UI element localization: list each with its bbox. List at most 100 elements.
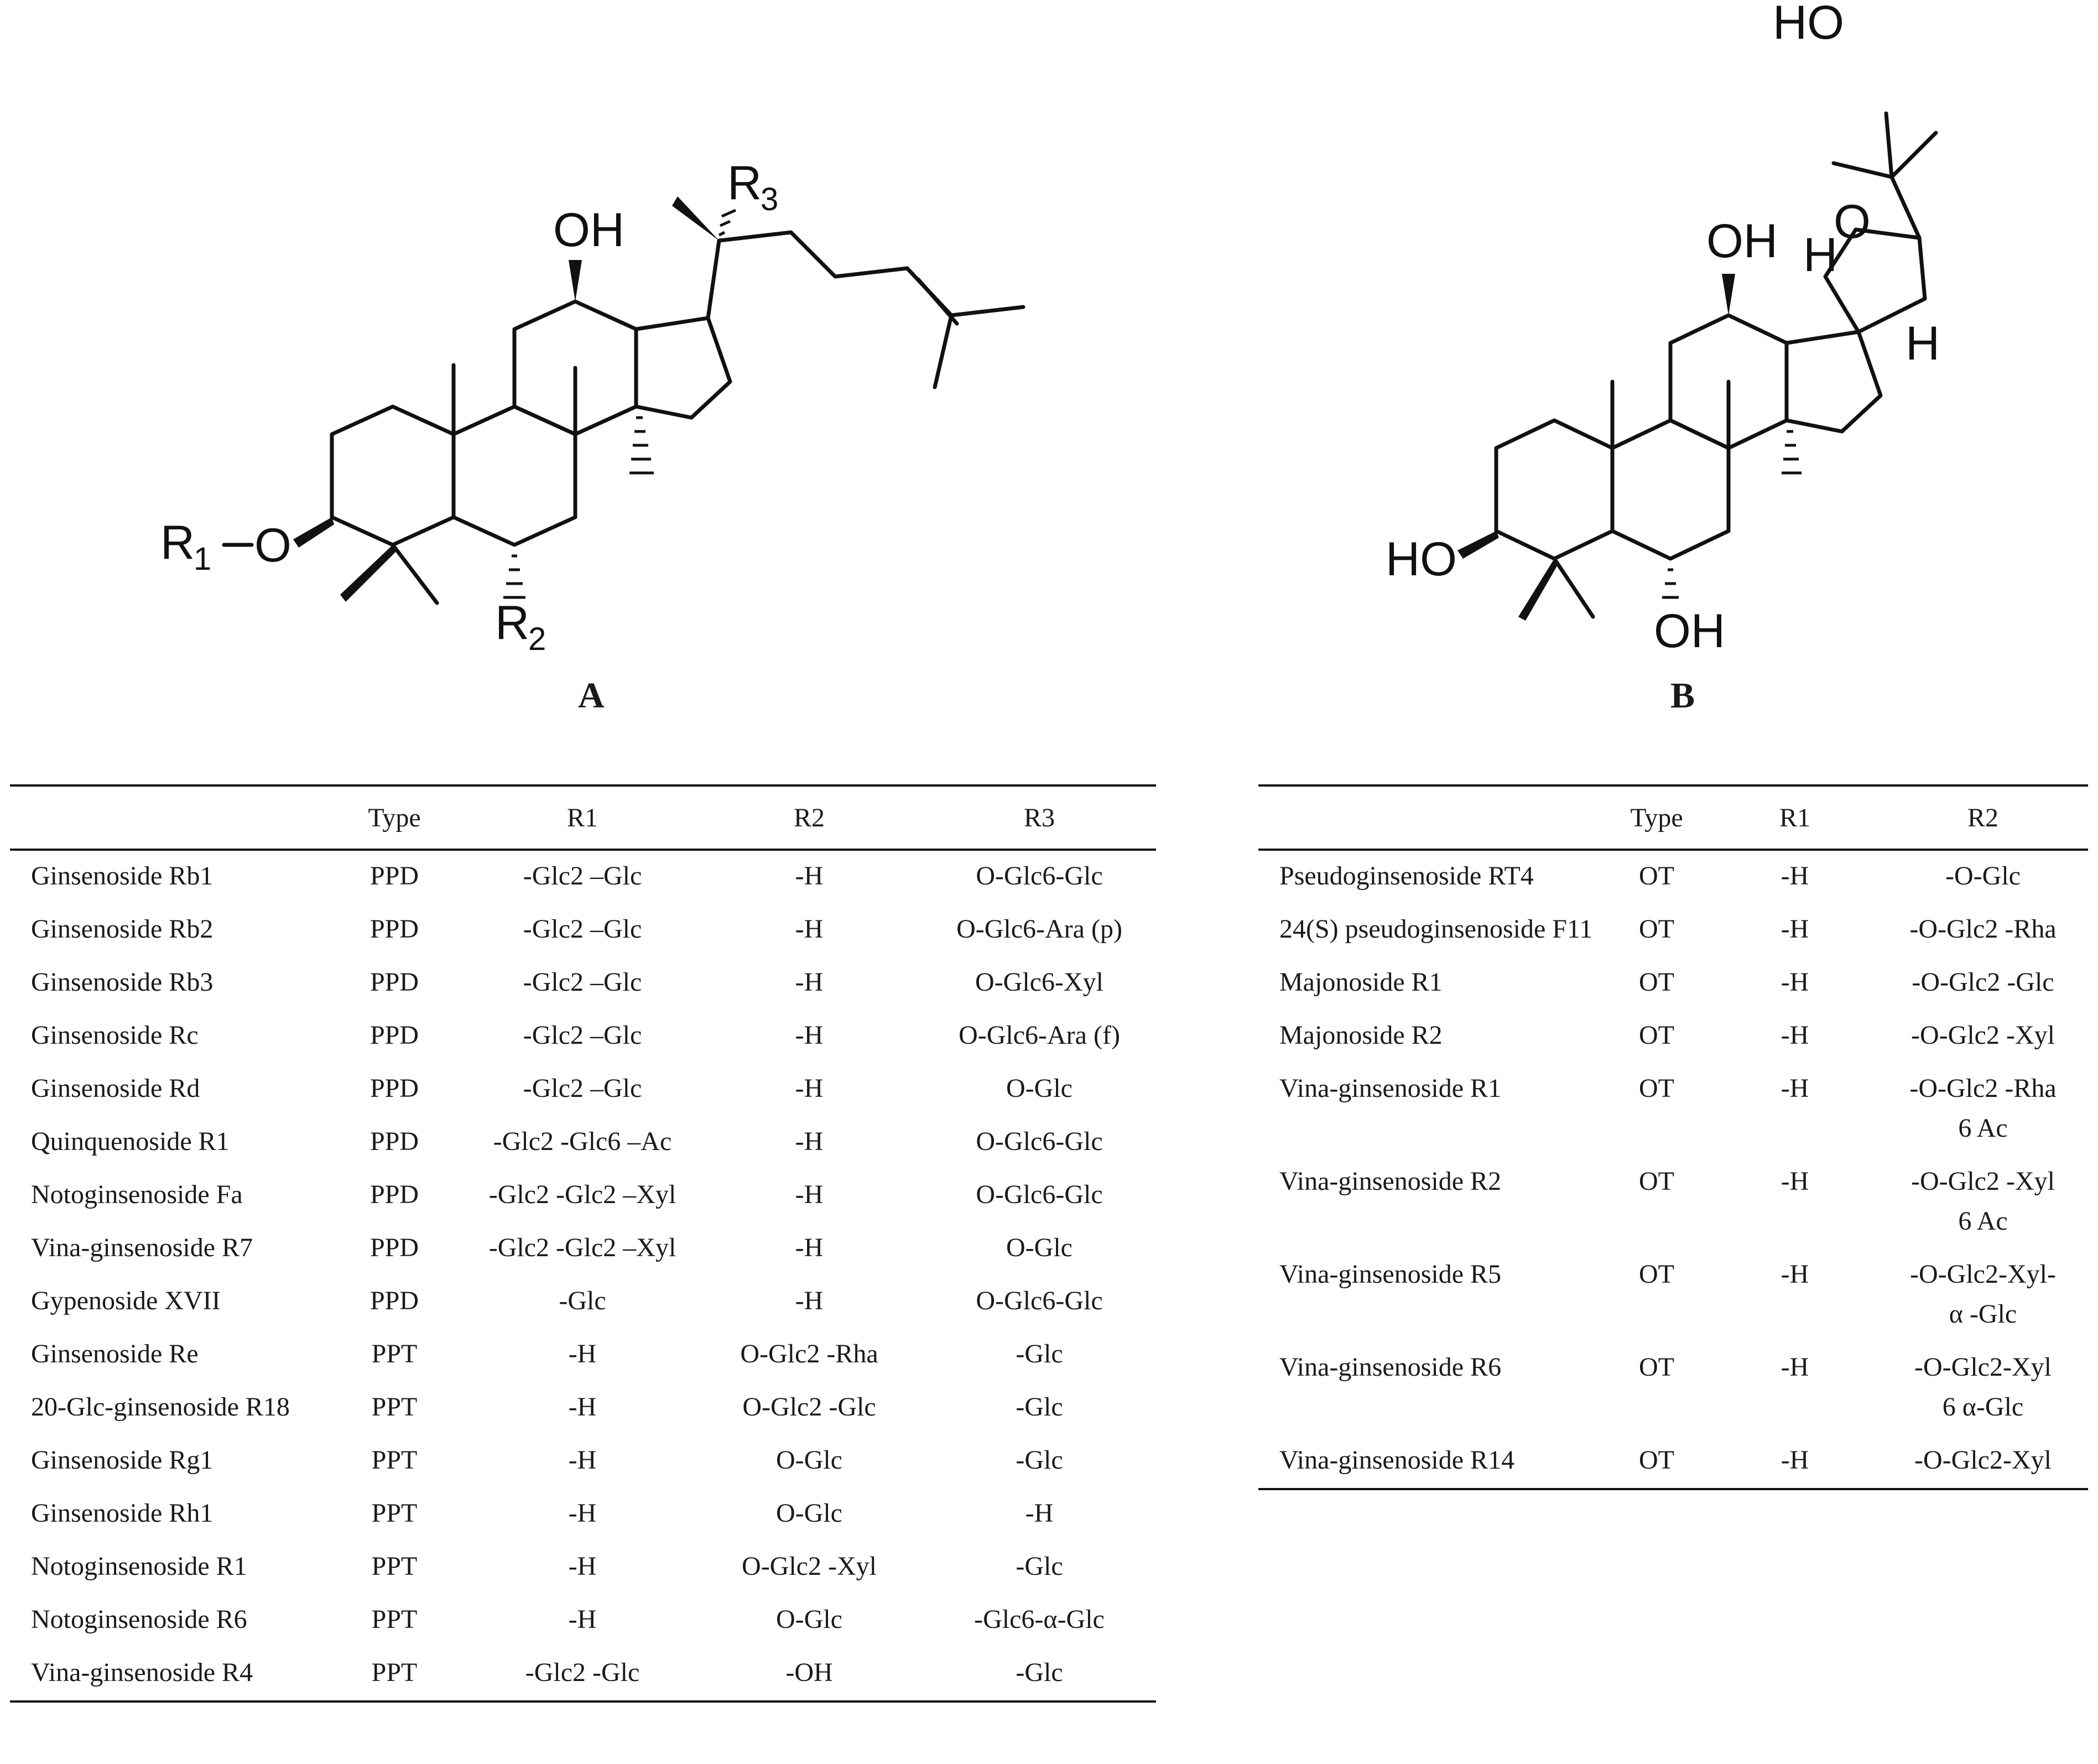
cell-text: Gypenoside XVII (31, 1286, 221, 1315)
table-cell: -Glc (923, 1647, 1156, 1703)
cell-text: O-Glc6-Glc (976, 1180, 1103, 1209)
table_a-header-cell: R1 (469, 784, 696, 851)
cell-text: O-Glc (776, 1445, 842, 1475)
compound-name: Notoginsenoside Fa (10, 1169, 320, 1222)
substituent-annotation: 6 α-Glc (1942, 1392, 2024, 1422)
table-cell: O-Glc6-Ara (p) (923, 904, 1156, 957)
a-r3-sub: 3 (761, 181, 778, 217)
cell-text: Ginsenoside Rd (31, 1074, 200, 1103)
table-cell: O-Glc (923, 1222, 1156, 1276)
compound-name: Vina-ginsenoside R4 (10, 1647, 320, 1703)
table-cell: PPT (320, 1488, 469, 1541)
b-ho3-label: HO (1386, 533, 1457, 586)
cell-text: OT (1639, 861, 1674, 891)
compound-name: Ginsenoside Re (10, 1329, 320, 1382)
b-h2-label: H (1906, 317, 1940, 370)
cell-text: -H (1781, 1021, 1809, 1050)
compound-name: Ginsenoside Rb3 (10, 957, 320, 1010)
table-cell: -H (469, 1382, 696, 1435)
table-cell: -O-Glc2 -Rha (1878, 904, 2088, 957)
table-cell: PPD (320, 1010, 469, 1063)
table-cell: O-Glc (696, 1594, 923, 1647)
cell-text: Ginsenoside Rc (31, 1021, 199, 1050)
compound-name: Ginsenoside Rc (10, 1010, 320, 1063)
cell-text: Ginsenoside Rb2 (31, 914, 214, 944)
table-cell: -H (1712, 850, 1878, 904)
compound-name: Pseudoginsenoside RT4 (1258, 850, 1601, 904)
b-oh6-label: OH (1654, 605, 1725, 658)
cell-text: -H (1781, 861, 1809, 891)
table_b-header-cell: R1 (1712, 784, 1878, 851)
table-cell: OT (1601, 1249, 1712, 1342)
table-cell: O-Glc6-Glc (923, 1276, 1156, 1329)
table-cell: -H (1712, 1342, 1878, 1435)
compound-name: Vina-ginsenoside R14 (1258, 1435, 1601, 1490)
b-oh12-label: OH (1706, 215, 1778, 268)
compound-name: Ginsenoside Rb2 (10, 904, 320, 957)
table-cell: -Glc2 -Glc6 –Ac (469, 1116, 696, 1169)
table-cell: -OH (696, 1647, 923, 1703)
structure-a-drawing: OH R 1 O R 2 R 3 (160, 157, 1025, 657)
cell-text: PPD (369, 914, 419, 944)
compound-name: Quinquenoside R1 (10, 1116, 320, 1169)
table-cell: PPT (320, 1435, 469, 1488)
cell-text: Quinquenoside R1 (31, 1127, 230, 1156)
cell-text: 24(S) pseudoginsenoside F11 (1279, 914, 1593, 944)
substituent-annotation: α -Glc (1949, 1299, 2017, 1329)
table-cell: -Glc2 -Glc2 –Xyl (469, 1222, 696, 1276)
table_b-header-cell: Type (1601, 784, 1712, 851)
table-cell: O-Glc2 -Glc (696, 1382, 923, 1435)
cell-text: -O-Glc2 -Rha (1909, 1074, 2057, 1103)
table_a-header-cell: R2 (696, 784, 923, 851)
cell-text: Vina-ginsenoside R4 (31, 1658, 253, 1687)
table-cell: OT (1601, 1063, 1712, 1156)
cell-text: OT (1639, 1352, 1674, 1382)
compound-name: Majonoside R1 (1258, 957, 1601, 1010)
table-cell: O-Glc (696, 1488, 923, 1541)
cell-text: Notoginsenoside R6 (31, 1605, 247, 1634)
table-cell: OT (1601, 1342, 1712, 1435)
cell-text: PPD (369, 1074, 419, 1103)
table-cell: -H (696, 1116, 923, 1169)
table-cell: -O-Glc (1878, 850, 2088, 904)
table_a-header-cell: Type (320, 784, 469, 851)
table-cell: O-Glc6-Ara (f) (923, 1010, 1156, 1063)
table-cell: -H (696, 1169, 923, 1222)
cell-text: Vina-ginsenoside R7 (31, 1233, 253, 1262)
table-cell: PPD (320, 904, 469, 957)
table-cell: OT (1601, 850, 1712, 904)
compound-name: Ginsenoside Rh1 (10, 1488, 320, 1541)
cell-text: OT (1639, 1074, 1674, 1103)
cell-text: -H (568, 1392, 597, 1422)
cell-text: OT (1639, 967, 1674, 997)
table-cell: O-Glc2 -Rha (696, 1329, 923, 1382)
table-cell: PPT (320, 1382, 469, 1435)
cell-text: -H (1781, 1260, 1809, 1289)
structure-b: HO OH O H H HO OH (1272, 0, 2098, 691)
structure-a: OH R 1 O R 2 R 3 (0, 0, 1106, 691)
cell-text: -Glc (1016, 1392, 1063, 1422)
table-cell: PPT (320, 1329, 469, 1382)
cell-text: PPD (369, 967, 419, 997)
compound-name: Vina-ginsenoside R1 (1258, 1063, 1601, 1156)
compound-name: Vina-ginsenoside R5 (1258, 1249, 1601, 1342)
compound-name: Ginsenoside Rb1 (10, 850, 320, 904)
cell-text: Pseudoginsenoside RT4 (1279, 861, 1534, 891)
table-cell: O-Glc6-Glc (923, 850, 1156, 904)
compound-name: Vina-ginsenoside R7 (10, 1222, 320, 1276)
cell-text: O-Glc6-Ara (f) (959, 1021, 1120, 1050)
b-oring-label: O (1834, 195, 1871, 248)
